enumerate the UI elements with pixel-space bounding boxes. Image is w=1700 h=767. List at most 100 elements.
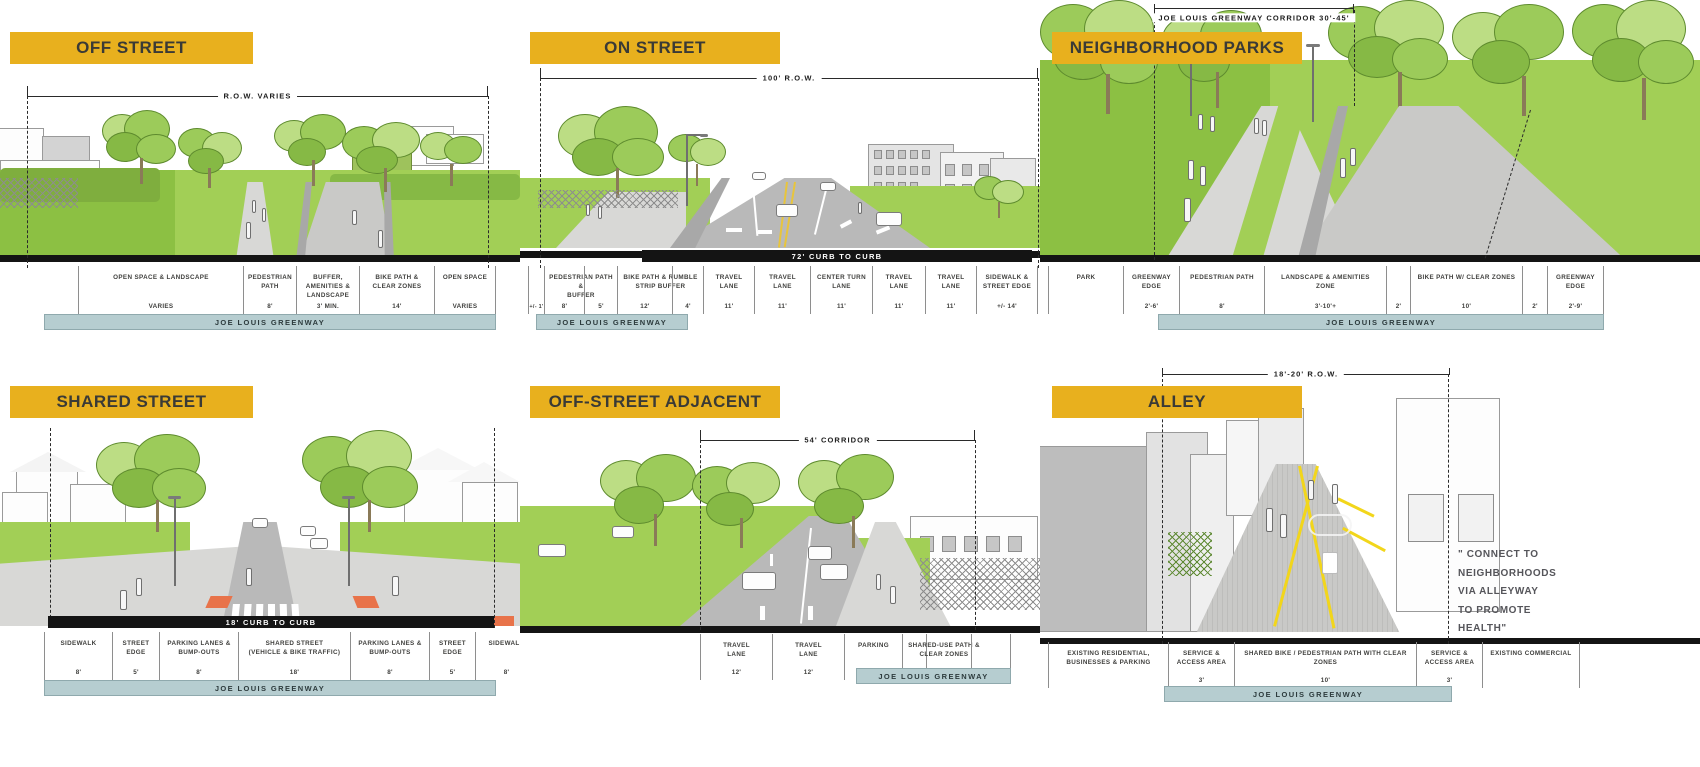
- table-column: PEDESTRIAN PATH 8': [243, 266, 296, 314]
- panel-title-alley: ALLEY: [1052, 386, 1302, 418]
- person: [252, 200, 256, 213]
- greenway-bar-off-street-adjacent: JOE LOUIS GREENWAY: [856, 668, 1011, 684]
- person: [876, 574, 881, 590]
- column-dimension: 5': [133, 669, 139, 676]
- person: [858, 202, 862, 214]
- table-column: PARKING LANES & BUMP-OUTS 8': [159, 632, 238, 680]
- table-column: SERVICE & ACCESS AREA 3': [1416, 642, 1482, 688]
- illustration-off-street: [0, 104, 520, 262]
- table-column: SHARED STREET (VEHICLE & BIKE TRAFFIC) 1…: [238, 632, 350, 680]
- column-label: PEDESTRIAN PATH: [247, 274, 293, 291]
- table-column: 2': [1522, 266, 1547, 314]
- table-column: TRAVEL LANE 12': [700, 634, 772, 680]
- panel-alley: 18'-20' R.O.W. ALLEY: [1040, 368, 1700, 767]
- lane-arrow: [726, 228, 742, 232]
- cyclist: [246, 568, 252, 586]
- column-dimension: 11': [946, 303, 956, 310]
- panel-title-off-street: OFF STREET: [10, 32, 253, 64]
- column-label: SHARED-USE PATH & CLEAR ZONES: [908, 642, 980, 659]
- column-dimension: 2': [1395, 303, 1402, 310]
- column-dimension: +/- 14': [997, 303, 1017, 310]
- measurement-table-shared-street: SIDEWALK 8' STREET EDGE 5' PARKING LANES…: [44, 632, 520, 680]
- car: [538, 544, 566, 557]
- street-light: [1312, 44, 1314, 122]
- tree: [666, 132, 732, 192]
- measurement-table-neighborhood-parks: PARK GREENWAY EDGE 2'-6' PEDESTRIAN PATH…: [1048, 266, 1604, 314]
- illustration-shared-street: [0, 426, 520, 626]
- tree: [796, 454, 906, 550]
- dimension-row-alley: 18'-20' R.O.W.: [1162, 368, 1450, 380]
- measurement-table-alley: EXISTING RESIDENTIAL, BUSINESSES & PARKI…: [1048, 642, 1580, 688]
- tree: [418, 130, 488, 186]
- dimension-corridor: JOE LOUIS GREENWAY CORRIDOR 30'-45': [1152, 4, 1356, 32]
- tree: [94, 434, 214, 532]
- column-label: SIDEWALK: [488, 640, 520, 647]
- column-dimension: +/- 1': [529, 304, 544, 310]
- column-label: BIKE PATH & RUMBLE STRIP BUFFER: [623, 274, 698, 291]
- table-column: 2': [1386, 266, 1410, 314]
- tree: [176, 126, 246, 188]
- table-column: EXISTING RESIDENTIAL, BUSINESSES & PARKI…: [1048, 642, 1168, 688]
- person: [1200, 166, 1206, 186]
- column-label: PARK: [1076, 274, 1096, 281]
- measurement-table-off-street-adjacent: TRAVEL LANE 12' TRAVEL LANE 12' PARKING …: [700, 634, 1011, 680]
- table-column: CENTER TURN LANE 11': [810, 266, 872, 314]
- fence: [1168, 532, 1212, 576]
- measurement-table-off-street: OPEN SPACE & LANDSCAPE VARIES PEDESTRIAN…: [78, 266, 496, 314]
- street-light: [174, 496, 176, 586]
- table-column: EXISTING COMMERCIAL: [1482, 642, 1580, 688]
- column-dimension: 3': [1198, 677, 1205, 684]
- row-line-right: [494, 428, 495, 628]
- window: [1458, 494, 1494, 542]
- measurement-table-on-street: +/- 1' PEDESTRIAN PATH & BUFFER 8' 5' BI…: [528, 266, 1038, 314]
- car: [876, 212, 902, 226]
- cyclist: [352, 210, 357, 225]
- person: [586, 204, 590, 216]
- person: [1266, 508, 1273, 532]
- building: [1040, 446, 1160, 632]
- person: [246, 222, 251, 239]
- bump-out: [352, 596, 380, 608]
- column-label: LANDSCAPE & AMENITIES ZONE: [1281, 274, 1370, 291]
- panel-neighborhood-parks: JOE LOUIS GREENWAY CORRIDOR 30'-45' NEIG…: [1040, 0, 1700, 345]
- column-label: SHARED STREET (VEHICLE & BIKE TRAFFIC): [248, 640, 341, 657]
- column-dimension: 8': [196, 669, 202, 676]
- person: [1262, 120, 1267, 136]
- column-label: SIDEWALK: [60, 640, 97, 647]
- lane-arrow: [808, 606, 813, 620]
- street-light: [1190, 34, 1192, 116]
- dimension-label: 100' R.O.W.: [756, 73, 822, 83]
- cyclist: [890, 586, 896, 604]
- lane-arrow: [758, 230, 772, 234]
- tree: [972, 174, 1030, 220]
- ground-line: [520, 626, 1040, 633]
- tree: [1572, 0, 1700, 124]
- table-column: SERVICE & ACCESS AREA 3': [1168, 642, 1234, 688]
- ground-line: [0, 255, 520, 262]
- table-column: OPEN SPACE & LANDSCAPE VARIES: [78, 266, 243, 314]
- car: [612, 526, 634, 538]
- curb-to-curb-bar-on-street: 72' CURB TO CURB: [642, 250, 1032, 262]
- column-dimension: 8': [1219, 303, 1225, 310]
- tree: [1450, 4, 1590, 124]
- dimension-row-100: 100' R.O.W.: [540, 68, 1038, 84]
- column-label: SERVICE & ACCESS AREA: [1176, 650, 1227, 667]
- dimension-corridor-54: 54' CORRIDOR: [700, 430, 975, 446]
- row-line-right: [1448, 374, 1449, 644]
- tree: [300, 430, 430, 534]
- column-label: PARKING: [857, 642, 890, 649]
- cyclist: [1340, 158, 1346, 178]
- panel-off-street-adjacent: OFF-STREET ADJACENT 54' CORRIDOR: [520, 368, 1040, 767]
- tree: [554, 106, 674, 198]
- column-label: BIKE PATH W/ CLEAR ZONES: [1417, 274, 1516, 281]
- person: [1210, 116, 1215, 132]
- row-line-left: [1154, 10, 1155, 260]
- greenway-bar-off-street: JOE LOUIS GREENWAY: [44, 314, 496, 330]
- column-dimension: 11': [836, 303, 847, 310]
- tree: [1328, 0, 1468, 120]
- column-dimension: 2'-6': [1144, 303, 1159, 310]
- greenway-bar-alley: JOE LOUIS GREENWAY: [1164, 686, 1452, 702]
- person: [1188, 160, 1194, 180]
- column-label: TRAVEL LANE: [769, 274, 796, 291]
- person: [1254, 118, 1259, 134]
